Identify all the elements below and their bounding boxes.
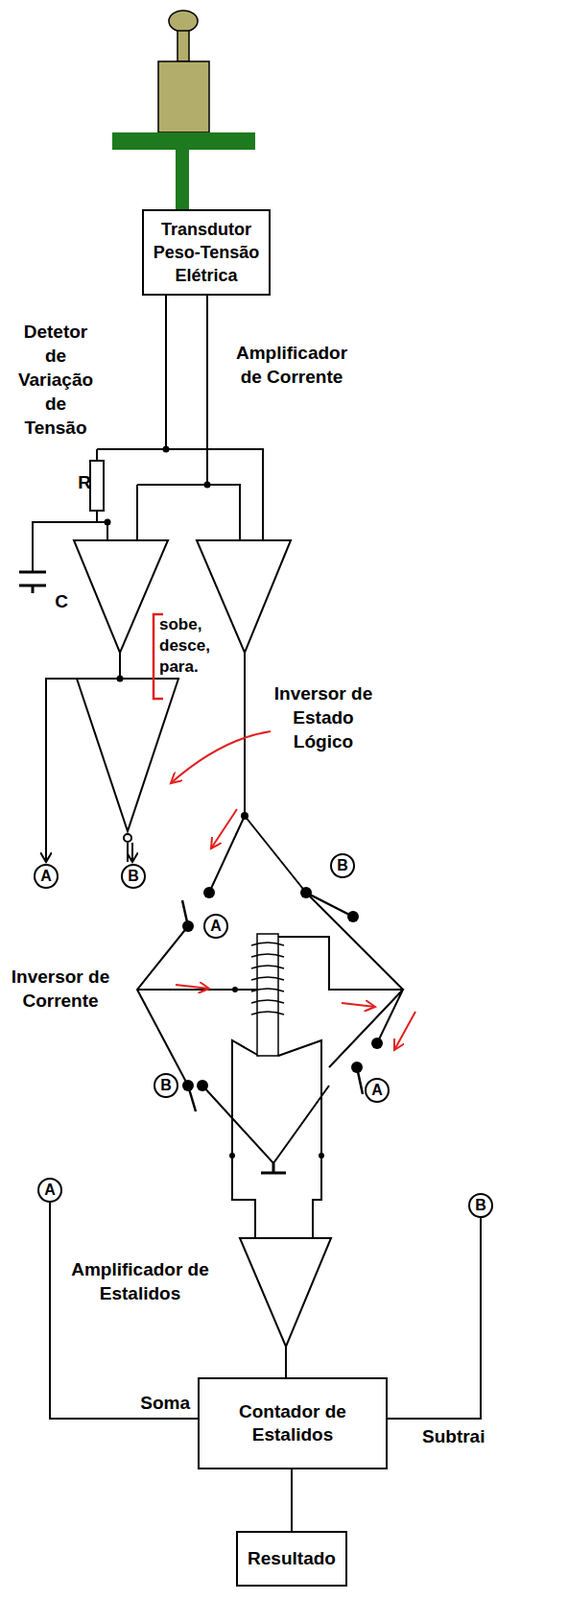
signal-letter: A — [40, 868, 52, 884]
part-label: Amplificador de Estalidos — [63, 1256, 217, 1305]
amplifier-triangles — [73, 540, 332, 1347]
resistor-symbol — [90, 460, 104, 511]
block-text: Contador de Estalidos — [207, 1399, 379, 1446]
signal-wire — [49, 1202, 198, 1419]
red-arrows — [153, 614, 416, 1050]
switch-levers — [182, 892, 363, 1112]
part-label: Inversor de Corrente — [7, 964, 114, 1013]
relay-coil — [251, 933, 284, 1056]
signal-letter: B — [474, 1197, 487, 1213]
signal-circle: B — [120, 863, 146, 889]
signal-circle: A — [33, 863, 59, 889]
signal-letter: B — [160, 1077, 172, 1093]
part-label: Amplificador de Corrente — [230, 340, 354, 389]
part-label: sobe, desce, para. — [159, 614, 223, 678]
edge-label: Subtrai — [422, 1423, 485, 1448]
signal-letter: B — [336, 857, 349, 874]
signal-wire — [290, 1468, 293, 1531]
signal-letter: B — [127, 868, 140, 884]
junction-dots — [104, 446, 384, 1160]
signal-circle: A — [203, 913, 229, 939]
signal-circle: A — [37, 1177, 63, 1203]
block-text: Transdutor Peso-Tensão Elétrica — [151, 217, 261, 287]
weight-figure — [112, 10, 256, 210]
part-label: R — [74, 470, 95, 495]
signal-circle: B — [330, 852, 355, 878]
arrow-outputs — [46, 825, 133, 862]
signal-letter: A — [210, 918, 222, 934]
signal-letter: A — [44, 1182, 56, 1198]
block-box: Resultado — [236, 1530, 348, 1586]
signal-circle: A — [364, 1077, 390, 1103]
block-text: Resultado — [247, 1546, 336, 1570]
edge-label: Soma — [140, 1390, 190, 1415]
block-box: Contador de Estalidos — [197, 1376, 388, 1469]
part-label: Detetor de Variação de Tensão — [11, 319, 100, 440]
signal-wire — [387, 1217, 481, 1419]
signal-circle: B — [153, 1072, 179, 1098]
capacitor-symbol — [19, 571, 47, 593]
block-box: Transdutor Peso-Tensão Elétrica — [142, 209, 271, 296]
signal-letter: A — [371, 1082, 383, 1098]
wires — [32, 295, 403, 1377]
part-label: C — [51, 589, 71, 614]
part-label: Inversor de Estado Lógico — [260, 681, 386, 754]
signal-circle: B — [468, 1192, 494, 1218]
